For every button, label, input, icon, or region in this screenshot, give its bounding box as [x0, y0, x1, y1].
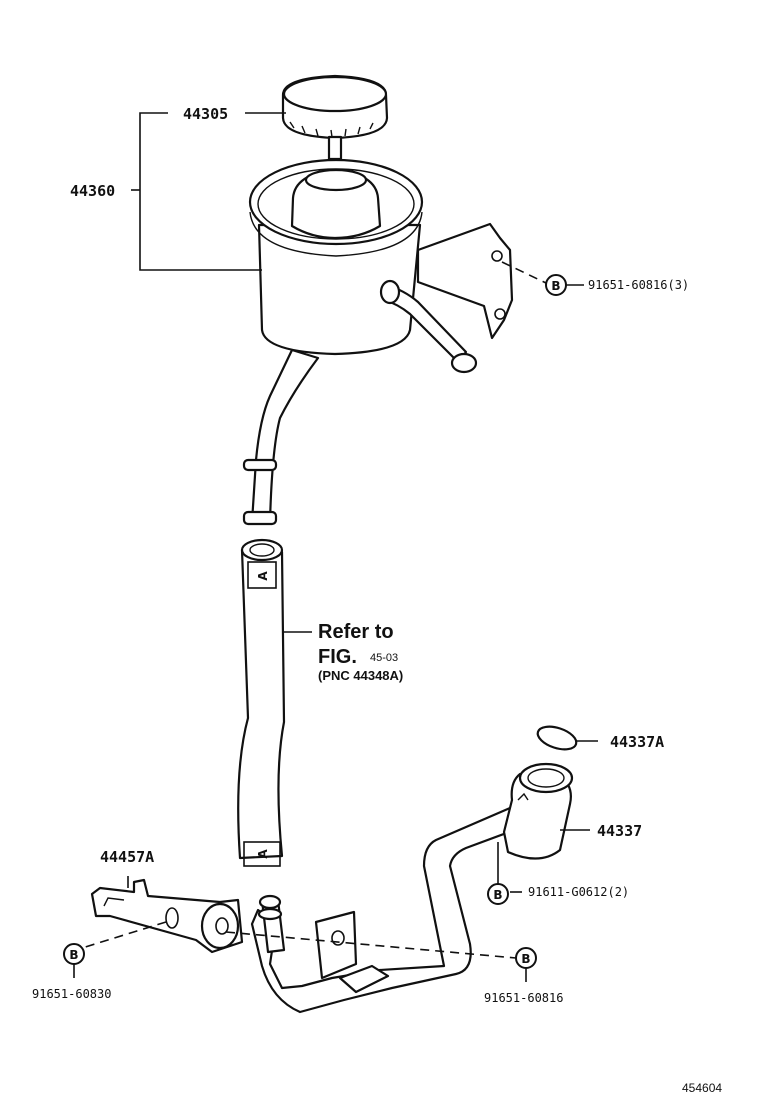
- bolt-marker-union: B: [487, 883, 509, 905]
- reservoir-tank: [248, 158, 514, 374]
- label-bracket: 44457A: [100, 848, 154, 866]
- reference-fig: FIG.: [318, 646, 357, 668]
- label-union-bolt: 91611-G0612(2): [528, 885, 629, 899]
- figure-number: 454604: [682, 1081, 722, 1095]
- label-clamp-bolt: 91651-60816: [484, 991, 563, 1005]
- svg-text:B: B: [551, 279, 560, 293]
- reservoir-cap: [281, 74, 389, 161]
- bolt-marker-reservoir: B: [545, 274, 567, 296]
- bolt-marker-bracket: B: [63, 943, 85, 965]
- pump-union-pipe: [250, 762, 574, 1014]
- mounting-bracket: [90, 878, 244, 954]
- label-o-ring: 44337A: [610, 733, 664, 751]
- leader-lines: [73, 112, 598, 982]
- label-reservoir-assy: 44360: [70, 182, 115, 200]
- reference-pnc: (PNC 44348A): [318, 668, 403, 683]
- svg-text:B: B: [69, 948, 78, 962]
- hose-marker-top: A: [256, 571, 270, 581]
- reference-line-1: Refer to: [318, 621, 394, 643]
- svg-text:B: B: [521, 952, 530, 966]
- hose-marker-bottom: A: [256, 849, 270, 859]
- bolt-marker-clamp: B: [515, 947, 537, 969]
- reference-fig-number: 45-03: [370, 652, 398, 664]
- svg-text:B: B: [493, 888, 502, 902]
- label-reservoir-bolt: 91651-60816(3): [588, 278, 689, 292]
- label-cap: 44305: [183, 105, 228, 123]
- label-union: 44337: [597, 822, 642, 840]
- return-hose: A A: [237, 538, 286, 867]
- reference-note: Refer to FIG. 45-03 (PNC 44348A): [318, 621, 403, 683]
- reservoir-outlet-pipe: [242, 348, 320, 526]
- o-ring: [536, 725, 578, 751]
- label-bracket-bolt: 91651-60830: [32, 987, 111, 1001]
